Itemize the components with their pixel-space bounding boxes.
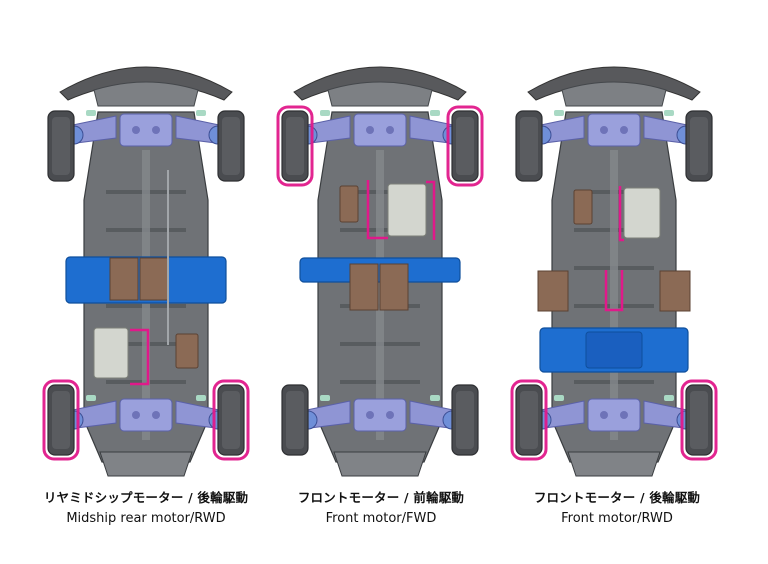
front-left-tire-tread [52, 117, 70, 175]
rear-bumper [333, 451, 427, 477]
rear-suspension-spring-right [196, 395, 206, 401]
battery-left [109, 257, 139, 301]
caption-front-rwd-jp: フロントモーター / 後輪駆動 [533, 490, 701, 505]
chassis-midship [42, 66, 250, 477]
rear-right-tire-tread [456, 391, 474, 449]
caption-midship-en: Midship rear motor/RWD [66, 511, 226, 526]
front-suspension-gearbox [353, 113, 407, 147]
motor [623, 187, 661, 239]
front-left-tire-tread [286, 117, 304, 175]
caption-front-fwd-en: Front motor/FWD [325, 511, 437, 526]
front-suspension-gearbox [119, 113, 173, 147]
rear-bumper [567, 451, 661, 477]
front-suspension-gearbox [587, 113, 641, 147]
front-suspension-bolt-right [386, 126, 394, 134]
caption-front-fwd: フロントモーター / 前輪駆動 Front motor/FWD [261, 487, 501, 526]
rear-suspension-bolt-right [386, 411, 394, 419]
caption-midship: リヤミドシップモーター / 後輪駆動 Midship rear motor/RW… [26, 487, 266, 526]
caption-midship-jp: リヤミドシップモーター / 後輪駆動 [43, 490, 249, 505]
rear-left-tire-tread [52, 391, 70, 449]
servo [175, 333, 199, 369]
rear-suspension-spring-left [554, 395, 564, 401]
caption-front-rwd: フロントモーター / 後輪駆動 Front motor/RWD [497, 487, 737, 526]
rear-left-tire-highlight [510, 379, 548, 461]
chassis-front-fwd [276, 66, 484, 477]
front-left-tire-highlight [276, 105, 314, 187]
bumper-mount [93, 81, 199, 107]
front-suspension-bolt-right [620, 126, 628, 134]
rear-suspension-gearbox [119, 398, 173, 432]
rear-suspension-gearbox [353, 398, 407, 432]
rear-suspension-spring-right [664, 395, 674, 401]
rear-suspension-spring-left [86, 395, 96, 401]
rear-suspension-spring-right [430, 395, 440, 401]
battery-right [379, 263, 409, 311]
motor [387, 183, 427, 237]
rear-left-tire-tread [286, 391, 304, 449]
center-spine [610, 150, 618, 440]
battery-right [659, 270, 691, 312]
bumper-mount [561, 81, 667, 107]
front-suspension-bolt-left [132, 126, 140, 134]
rear-right-tire-tread [222, 391, 240, 449]
battery-left [537, 270, 569, 312]
rear-suspension-bolt-left [600, 411, 608, 419]
front-suspension-bolt-right [152, 126, 160, 134]
drive-highlight-right [426, 180, 436, 240]
rear-suspension-bolt-left [366, 411, 374, 419]
rear-left-tire-highlight [42, 379, 80, 461]
motor [93, 327, 129, 379]
tray-center [585, 331, 643, 369]
caption-front-rwd-en: Front motor/RWD [561, 511, 673, 526]
rear-bumper [99, 451, 193, 477]
rear-suspension-spring-left [320, 395, 330, 401]
caption-front-fwd-jp: フロントモーター / 前輪駆動 [297, 490, 465, 505]
front-suspension-spring-right [664, 110, 674, 116]
servo [573, 189, 593, 225]
propshaft-highlight [604, 270, 624, 312]
rear-left-tire-tread [520, 391, 538, 449]
drive-highlight [366, 180, 388, 240]
chassis-front-rwd [510, 66, 718, 477]
front-right-tire-highlight [446, 105, 484, 187]
drive-highlight [618, 186, 624, 242]
battery-right [139, 257, 169, 301]
rear-suspension-bolt-right [620, 411, 628, 419]
front-right-tire-tread [690, 117, 708, 175]
rear-right-tire-highlight [212, 379, 250, 461]
front-suspension-spring-left [320, 110, 330, 116]
servo [339, 185, 359, 223]
front-suspension-bolt-left [366, 126, 374, 134]
front-suspension-spring-right [196, 110, 206, 116]
rear-suspension-bolt-left [132, 411, 140, 419]
drive-highlight [130, 328, 150, 386]
rear-right-tire-highlight [680, 379, 718, 461]
front-right-tire-tread [456, 117, 474, 175]
front-suspension-spring-left [554, 110, 564, 116]
rear-suspension-bolt-right [152, 411, 160, 419]
front-suspension-bolt-left [600, 126, 608, 134]
bumper-mount [327, 81, 433, 107]
front-suspension-spring-right [430, 110, 440, 116]
battery-left [349, 263, 379, 311]
front-left-tire-tread [520, 117, 538, 175]
rear-right-tire-tread [690, 391, 708, 449]
front-suspension-spring-left [86, 110, 96, 116]
rear-suspension-gearbox [587, 398, 641, 432]
front-right-tire-tread [222, 117, 240, 175]
